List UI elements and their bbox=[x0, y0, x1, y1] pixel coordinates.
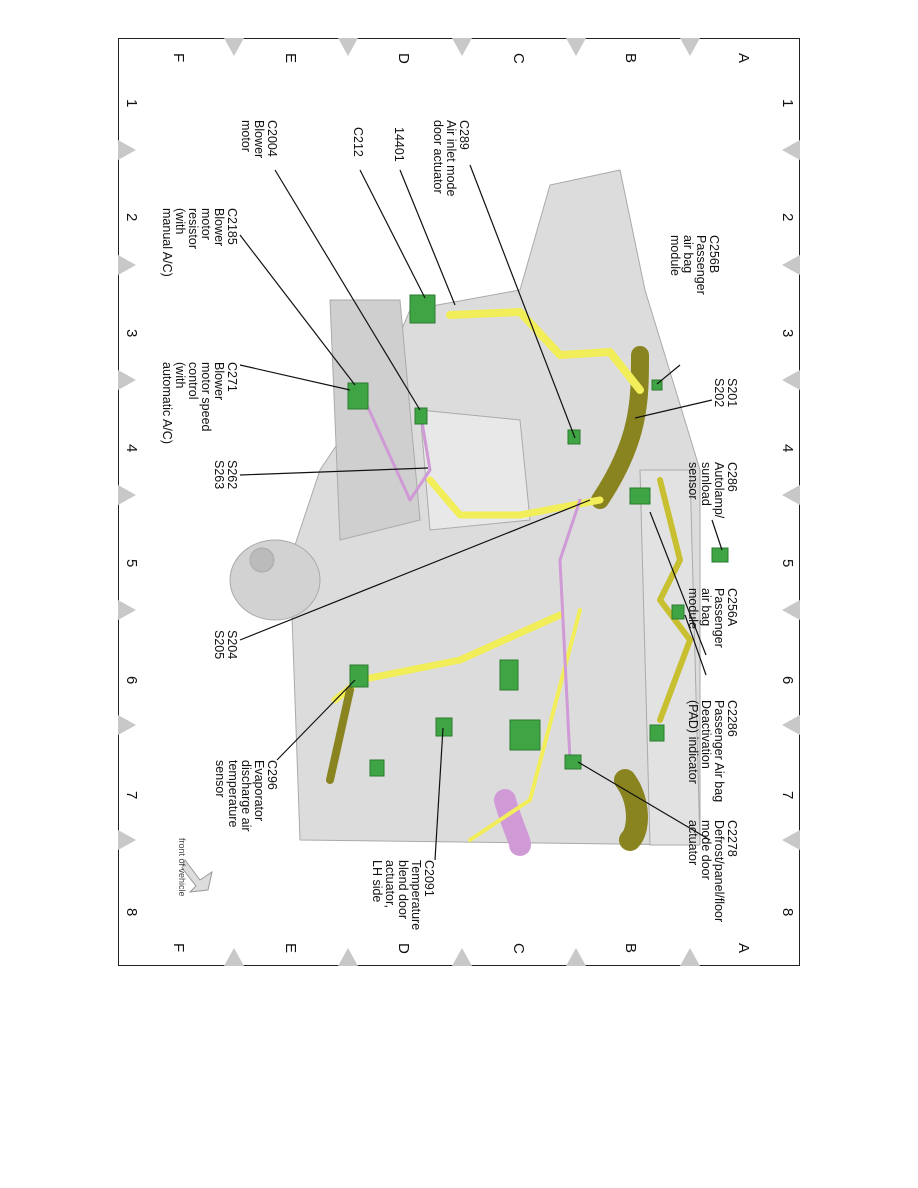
grid-col-f-bottom: F bbox=[170, 943, 187, 953]
grid-row-6: 6 bbox=[779, 676, 796, 685]
grid-row-1-left: 1 bbox=[123, 99, 140, 108]
grid-row-7-left: 7 bbox=[123, 791, 140, 800]
grid-col-e-bottom: E bbox=[282, 943, 299, 954]
connector-c256b bbox=[651, 379, 663, 391]
grid-col-d-bottom: D bbox=[395, 943, 412, 954]
front-of-vehicle-arrow-icon bbox=[181, 858, 213, 893]
grid-col-b-bottom: B bbox=[622, 943, 639, 954]
connector-c2278 bbox=[564, 754, 582, 770]
callout-c296: C296 Evaporator discharge air temperatur… bbox=[213, 760, 279, 832]
grid-row-1: 1 bbox=[779, 99, 796, 108]
callout-c256a: C256A Passenger air bag module bbox=[686, 588, 739, 648]
grid-row-4-left: 4 bbox=[123, 444, 140, 453]
grid-col-a: A bbox=[735, 53, 752, 64]
harness bbox=[326, 308, 693, 856]
grid-col-a-bottom: A bbox=[735, 943, 752, 954]
grid-row-6-left: 6 bbox=[123, 676, 140, 685]
callout-14401: 14401 bbox=[392, 127, 406, 162]
grid-row-2-left: 2 bbox=[123, 213, 140, 222]
grid-row-7: 7 bbox=[779, 791, 796, 800]
callout-c2278: C2278 Defrost/panel/floor mode door actu… bbox=[686, 820, 739, 923]
callout-s204-s205: S204 S205 bbox=[212, 630, 239, 660]
connector-c296 bbox=[349, 664, 369, 688]
callout-c256b: C256B Passenger air bag module bbox=[668, 235, 721, 295]
connector-c271 bbox=[347, 382, 369, 410]
callout-s201-s202: S201 S202 bbox=[712, 378, 739, 408]
callout-c212: C212 bbox=[351, 127, 365, 157]
callout-c286: C286 Autolamp/ sunload sensor bbox=[686, 462, 739, 519]
grid-row-3-left: 3 bbox=[123, 329, 140, 338]
grid-row-5-left: 5 bbox=[123, 559, 140, 568]
connector-c256a bbox=[629, 487, 651, 505]
connectors bbox=[347, 294, 729, 777]
connector-c2091 bbox=[435, 717, 453, 737]
callout-c2185: C2185 Blower motor resistor (with manual… bbox=[160, 208, 239, 277]
grid-row-3: 3 bbox=[779, 329, 796, 338]
callout-c2286: C2286 Passenger Air bag Deactivation (PA… bbox=[686, 700, 739, 803]
callout-s262-s263: S262 S263 bbox=[212, 460, 239, 490]
grid-col-c: C bbox=[510, 53, 527, 64]
callout-c2091: C2091 Temperature blend door actuator, L… bbox=[370, 860, 436, 931]
front-of-vehicle-label: front of vehicle bbox=[177, 838, 187, 897]
grid-row-5: 5 bbox=[779, 559, 796, 568]
grid-row-8: 8 bbox=[779, 908, 796, 917]
grid-col-c-bottom: C bbox=[510, 943, 527, 954]
connector-c286 bbox=[711, 547, 729, 563]
edge-triangles bbox=[118, 38, 800, 966]
grid-row-2: 2 bbox=[779, 213, 796, 222]
connector-c212 bbox=[409, 294, 436, 324]
connector-c2286 bbox=[671, 604, 685, 620]
callout-c289: C289 Air inlet mode door actuator bbox=[431, 120, 471, 197]
callout-c2004: C2004 Blower motor bbox=[239, 120, 279, 159]
grid-col-e: E bbox=[282, 53, 299, 64]
grid-row-4: 4 bbox=[779, 444, 796, 453]
grid-col-b: B bbox=[622, 53, 639, 64]
connector-c2004 bbox=[414, 407, 428, 425]
grid-col-d: D bbox=[395, 53, 412, 64]
grid-row-8-left: 8 bbox=[123, 908, 140, 917]
callout-c271: C271 Blower motor speed control (with au… bbox=[160, 362, 239, 444]
grid-col-f: F bbox=[170, 53, 187, 63]
leader-lines bbox=[239, 164, 723, 861]
